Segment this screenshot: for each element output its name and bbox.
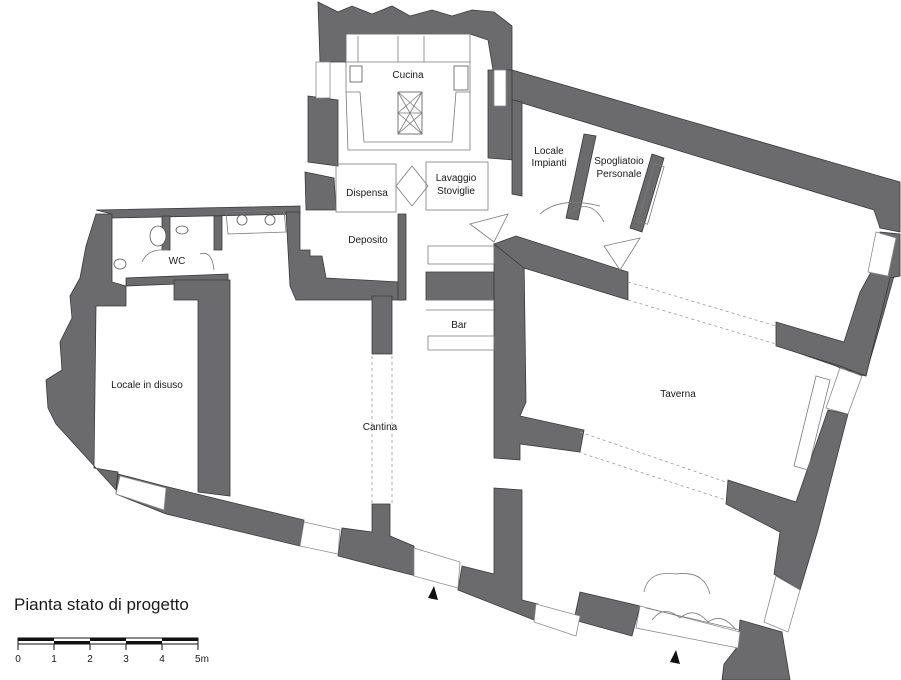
- entrance-arrow-1: [428, 586, 438, 600]
- wc-toilet-1: [175, 225, 189, 235]
- label-lavaggio-1: Lavaggio: [436, 173, 477, 184]
- window-east-3: [763, 575, 801, 633]
- window-south-2: [299, 521, 341, 555]
- diamond-column: [395, 165, 429, 207]
- label-cantina: Cantina: [363, 422, 398, 433]
- label-dispensa: Dispensa: [346, 188, 388, 199]
- wall-east-lower: [725, 409, 849, 591]
- impianti-door-arc: [567, 206, 605, 223]
- sink-1: [236, 214, 248, 226]
- lavaggio-room: [425, 161, 489, 211]
- label-deposito: Deposito: [348, 235, 388, 246]
- scale-tick-3: 3: [123, 654, 129, 665]
- wall-deposito-east: [397, 213, 407, 301]
- window-south-5: [635, 605, 741, 649]
- scale-tick-1: 1: [51, 654, 57, 665]
- wall-west-wedge: [304, 171, 337, 211]
- bar-counter-inner: [426, 299, 494, 311]
- sink-counter: [225, 209, 287, 235]
- wall-impianti-divider: [565, 133, 597, 221]
- wall-center-spine: [493, 243, 585, 461]
- window-south-3: [413, 547, 461, 589]
- wall-impianti-west: [511, 99, 523, 197]
- kitchen-counter: [345, 33, 471, 92]
- label-wc: WC: [169, 256, 186, 267]
- wall-west-jagged: [45, 213, 127, 491]
- wc-basin: [149, 225, 167, 247]
- label-locale-impianti-2: Impianti: [531, 158, 566, 169]
- taverna-beam-1: [627, 281, 777, 327]
- dispensa-room: [335, 163, 397, 213]
- wall-east-upper-block: [775, 231, 901, 377]
- window-east-2: [825, 367, 863, 415]
- wall-cantina-pillar-top: [371, 295, 393, 355]
- taverna-beam-3: [579, 431, 727, 483]
- label-locale-impianti-1: Locale: [534, 146, 564, 157]
- label-cucina: Cucina: [392, 70, 424, 81]
- scale-tick-0: 0: [15, 654, 21, 665]
- wc-toilet-2: [113, 258, 127, 270]
- label-lavaggio-2: Stoviglie: [437, 186, 475, 197]
- wall-kitchen-north: [317, 1, 513, 71]
- label-spogliatoio-2: Personale: [596, 169, 641, 180]
- kitchen-island-outline: [345, 91, 471, 151]
- wall-south-east: [573, 591, 641, 637]
- scale-tick-2: 2: [87, 654, 93, 665]
- scale-tick-4: 4: [159, 654, 165, 665]
- wall-wc-north: [95, 205, 301, 219]
- wall-impianti-south: [493, 235, 629, 301]
- sink-2: [264, 214, 276, 226]
- kitchen-hood-cross: [397, 91, 423, 135]
- label-taverna: Taverna: [660, 389, 696, 400]
- window-kitchen-east: [493, 69, 507, 107]
- wall-deposito: [285, 211, 405, 301]
- plan-title: Pianta stato di progetto: [14, 595, 189, 614]
- window-east-1: [867, 231, 897, 277]
- corridor-swing-door: [469, 202, 601, 243]
- wall-disuso-east: [173, 279, 231, 497]
- wall-south-center: [457, 487, 539, 621]
- entrance-arrow-2: [670, 650, 680, 664]
- window-south-4: [533, 603, 581, 637]
- label-bar: Bar: [451, 320, 467, 331]
- taverna-beam-2: [627, 299, 777, 345]
- window-kitchen-west: [315, 61, 331, 99]
- stove-left: [349, 65, 363, 83]
- spogliatoio-bench: [637, 163, 665, 225]
- taverna-bench: [793, 375, 831, 471]
- spogliatoio-door: [603, 237, 641, 271]
- wall-spogliatoio-divider: [629, 153, 665, 233]
- label-spogliatoio-1: Spogliatoio: [594, 156, 644, 167]
- wc-door-arc: [141, 249, 215, 271]
- entrance-door-arcs: [643, 573, 741, 631]
- taverna-beam-4: [577, 451, 727, 501]
- wall-bar-north: [425, 271, 495, 301]
- wall-kitchen-west: [307, 95, 339, 167]
- bar-counter-top: [427, 245, 495, 265]
- bar-counter-bottom: [427, 335, 495, 351]
- wall-wc-partition-2: [213, 215, 223, 251]
- window-south-1: [115, 475, 167, 511]
- stove-right: [453, 65, 469, 91]
- wall-south-pillar: [337, 503, 417, 577]
- label-locale-in-disuso: Locale in disuso: [111, 380, 183, 391]
- scale-bar: 0 1 2 3 4 5m: [15, 637, 209, 665]
- scale-tick-5m: 5m: [195, 654, 209, 665]
